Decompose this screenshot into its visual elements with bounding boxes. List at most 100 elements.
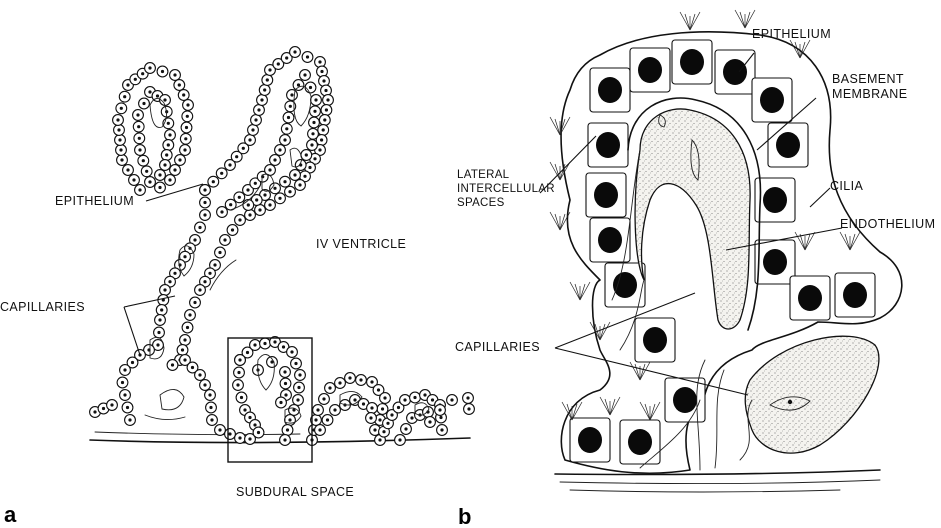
panel-a-diagram: EPITHELIUM IV VENTRICLE CAPILLARIES SUBD… <box>0 47 474 527</box>
cell-nucleus <box>377 388 380 391</box>
cell-nucleus <box>167 122 170 125</box>
cell-nucleus <box>260 98 263 101</box>
cell-nucleus <box>138 137 141 140</box>
cell-nucleus <box>132 178 135 181</box>
cell-nucleus <box>121 381 124 384</box>
cell-nucleus <box>423 393 426 396</box>
cell-nucleus <box>128 418 131 421</box>
cell-nucleus <box>398 438 401 441</box>
cell-nucleus <box>231 228 234 231</box>
cell-nucleus <box>123 368 126 371</box>
cell-nucleus <box>298 373 301 376</box>
cell-nucleus <box>369 416 372 419</box>
cell-nucleus <box>183 338 186 341</box>
cell-nucleus <box>188 313 191 316</box>
cell-nucleus <box>273 158 276 161</box>
cell-nucleus <box>168 178 171 181</box>
cell-nucleus <box>171 363 174 366</box>
cell-nucleus <box>163 98 166 101</box>
cell-nucleus <box>680 49 704 75</box>
cell-nucleus <box>238 218 241 221</box>
cell-nucleus <box>163 163 166 166</box>
cell-nucleus <box>303 175 306 178</box>
cell-nucleus <box>238 436 241 439</box>
cell-nucleus <box>440 428 443 431</box>
cell-nucleus <box>126 83 129 86</box>
cell-nucleus <box>248 437 251 440</box>
label-ventricle: IV VENTRICLE <box>316 237 406 251</box>
label-epithelium-b: EPITHELIUM <box>752 27 831 41</box>
cell-nucleus <box>237 371 240 374</box>
label-cilia: CILIA <box>830 179 864 193</box>
cell-nucleus <box>126 406 129 409</box>
cell-nucleus <box>312 121 315 124</box>
cell-nucleus <box>322 128 325 131</box>
cell-nucleus <box>173 168 176 171</box>
cell-nucleus <box>158 186 161 189</box>
cell-nucleus <box>183 148 186 151</box>
cell-nucleus <box>173 272 176 275</box>
cell-nucleus <box>110 403 113 406</box>
cell-nucleus <box>263 193 266 196</box>
cell-nucleus <box>134 78 137 81</box>
cell-nucleus <box>316 408 319 411</box>
cell-nucleus <box>288 418 291 421</box>
cell-nucleus <box>126 168 129 171</box>
cell-nucleus <box>359 378 362 381</box>
cell-nucleus <box>723 59 747 85</box>
cell-nucleus <box>673 387 697 413</box>
cell-nucleus <box>378 438 381 441</box>
cell-nucleus <box>123 95 126 98</box>
cell-nucleus <box>156 94 159 97</box>
cell-nucleus <box>596 132 620 158</box>
cell-nucleus <box>322 397 325 400</box>
cell-nucleus <box>208 272 211 275</box>
cell-nucleus <box>193 238 196 241</box>
cell-nucleus <box>263 88 266 91</box>
cell-nucleus <box>466 396 469 399</box>
cell-nucleus <box>251 128 254 131</box>
cell-nucleus <box>283 438 286 441</box>
cell-nucleus <box>283 180 286 183</box>
cell-nucleus <box>160 308 163 311</box>
cell-nucleus <box>191 366 194 369</box>
cell-nucleus <box>186 115 189 118</box>
cell-nucleus <box>362 402 365 405</box>
cell-nucleus <box>798 285 822 311</box>
cell-nucleus <box>594 182 618 208</box>
cell-nucleus <box>285 56 288 59</box>
cell-nucleus <box>294 362 297 365</box>
cell-nucleus <box>320 138 323 141</box>
cell-nucleus <box>266 78 269 81</box>
cell-nucleus <box>168 133 171 136</box>
cell-nucleus <box>318 148 321 151</box>
cell-nucleus <box>282 345 285 348</box>
cell-nucleus <box>183 255 186 258</box>
cell-nucleus <box>246 188 249 191</box>
cell-nucleus <box>235 155 238 158</box>
label-capillaries-a: CAPILLARIES <box>0 300 85 314</box>
cell-nucleus <box>431 398 434 401</box>
cell-nucleus <box>198 288 201 291</box>
cell-nucleus <box>263 342 266 345</box>
capillary-loop <box>635 109 750 329</box>
cell-nucleus <box>203 201 206 204</box>
cell-nucleus <box>326 418 329 421</box>
cell-nucleus <box>242 147 245 150</box>
cell-nucleus <box>138 148 141 151</box>
cell-nucleus <box>141 72 144 75</box>
cell-nucleus <box>163 288 166 291</box>
cell-nucleus <box>314 418 317 421</box>
cell-nucleus <box>102 407 105 410</box>
label-basement-1: BASEMENT <box>832 72 904 86</box>
cell-nucleus <box>158 173 161 176</box>
cell-nucleus <box>373 428 376 431</box>
cell-nucleus <box>298 183 301 186</box>
epithelial-cell-chains <box>90 47 475 446</box>
cell-nucleus <box>323 118 326 121</box>
cell-nucleus <box>311 132 314 135</box>
cell-nucleus <box>184 137 187 140</box>
cell-nucleus <box>243 408 246 411</box>
label-lateral-3: SPACES <box>457 197 505 209</box>
cell-nucleus <box>313 110 316 113</box>
